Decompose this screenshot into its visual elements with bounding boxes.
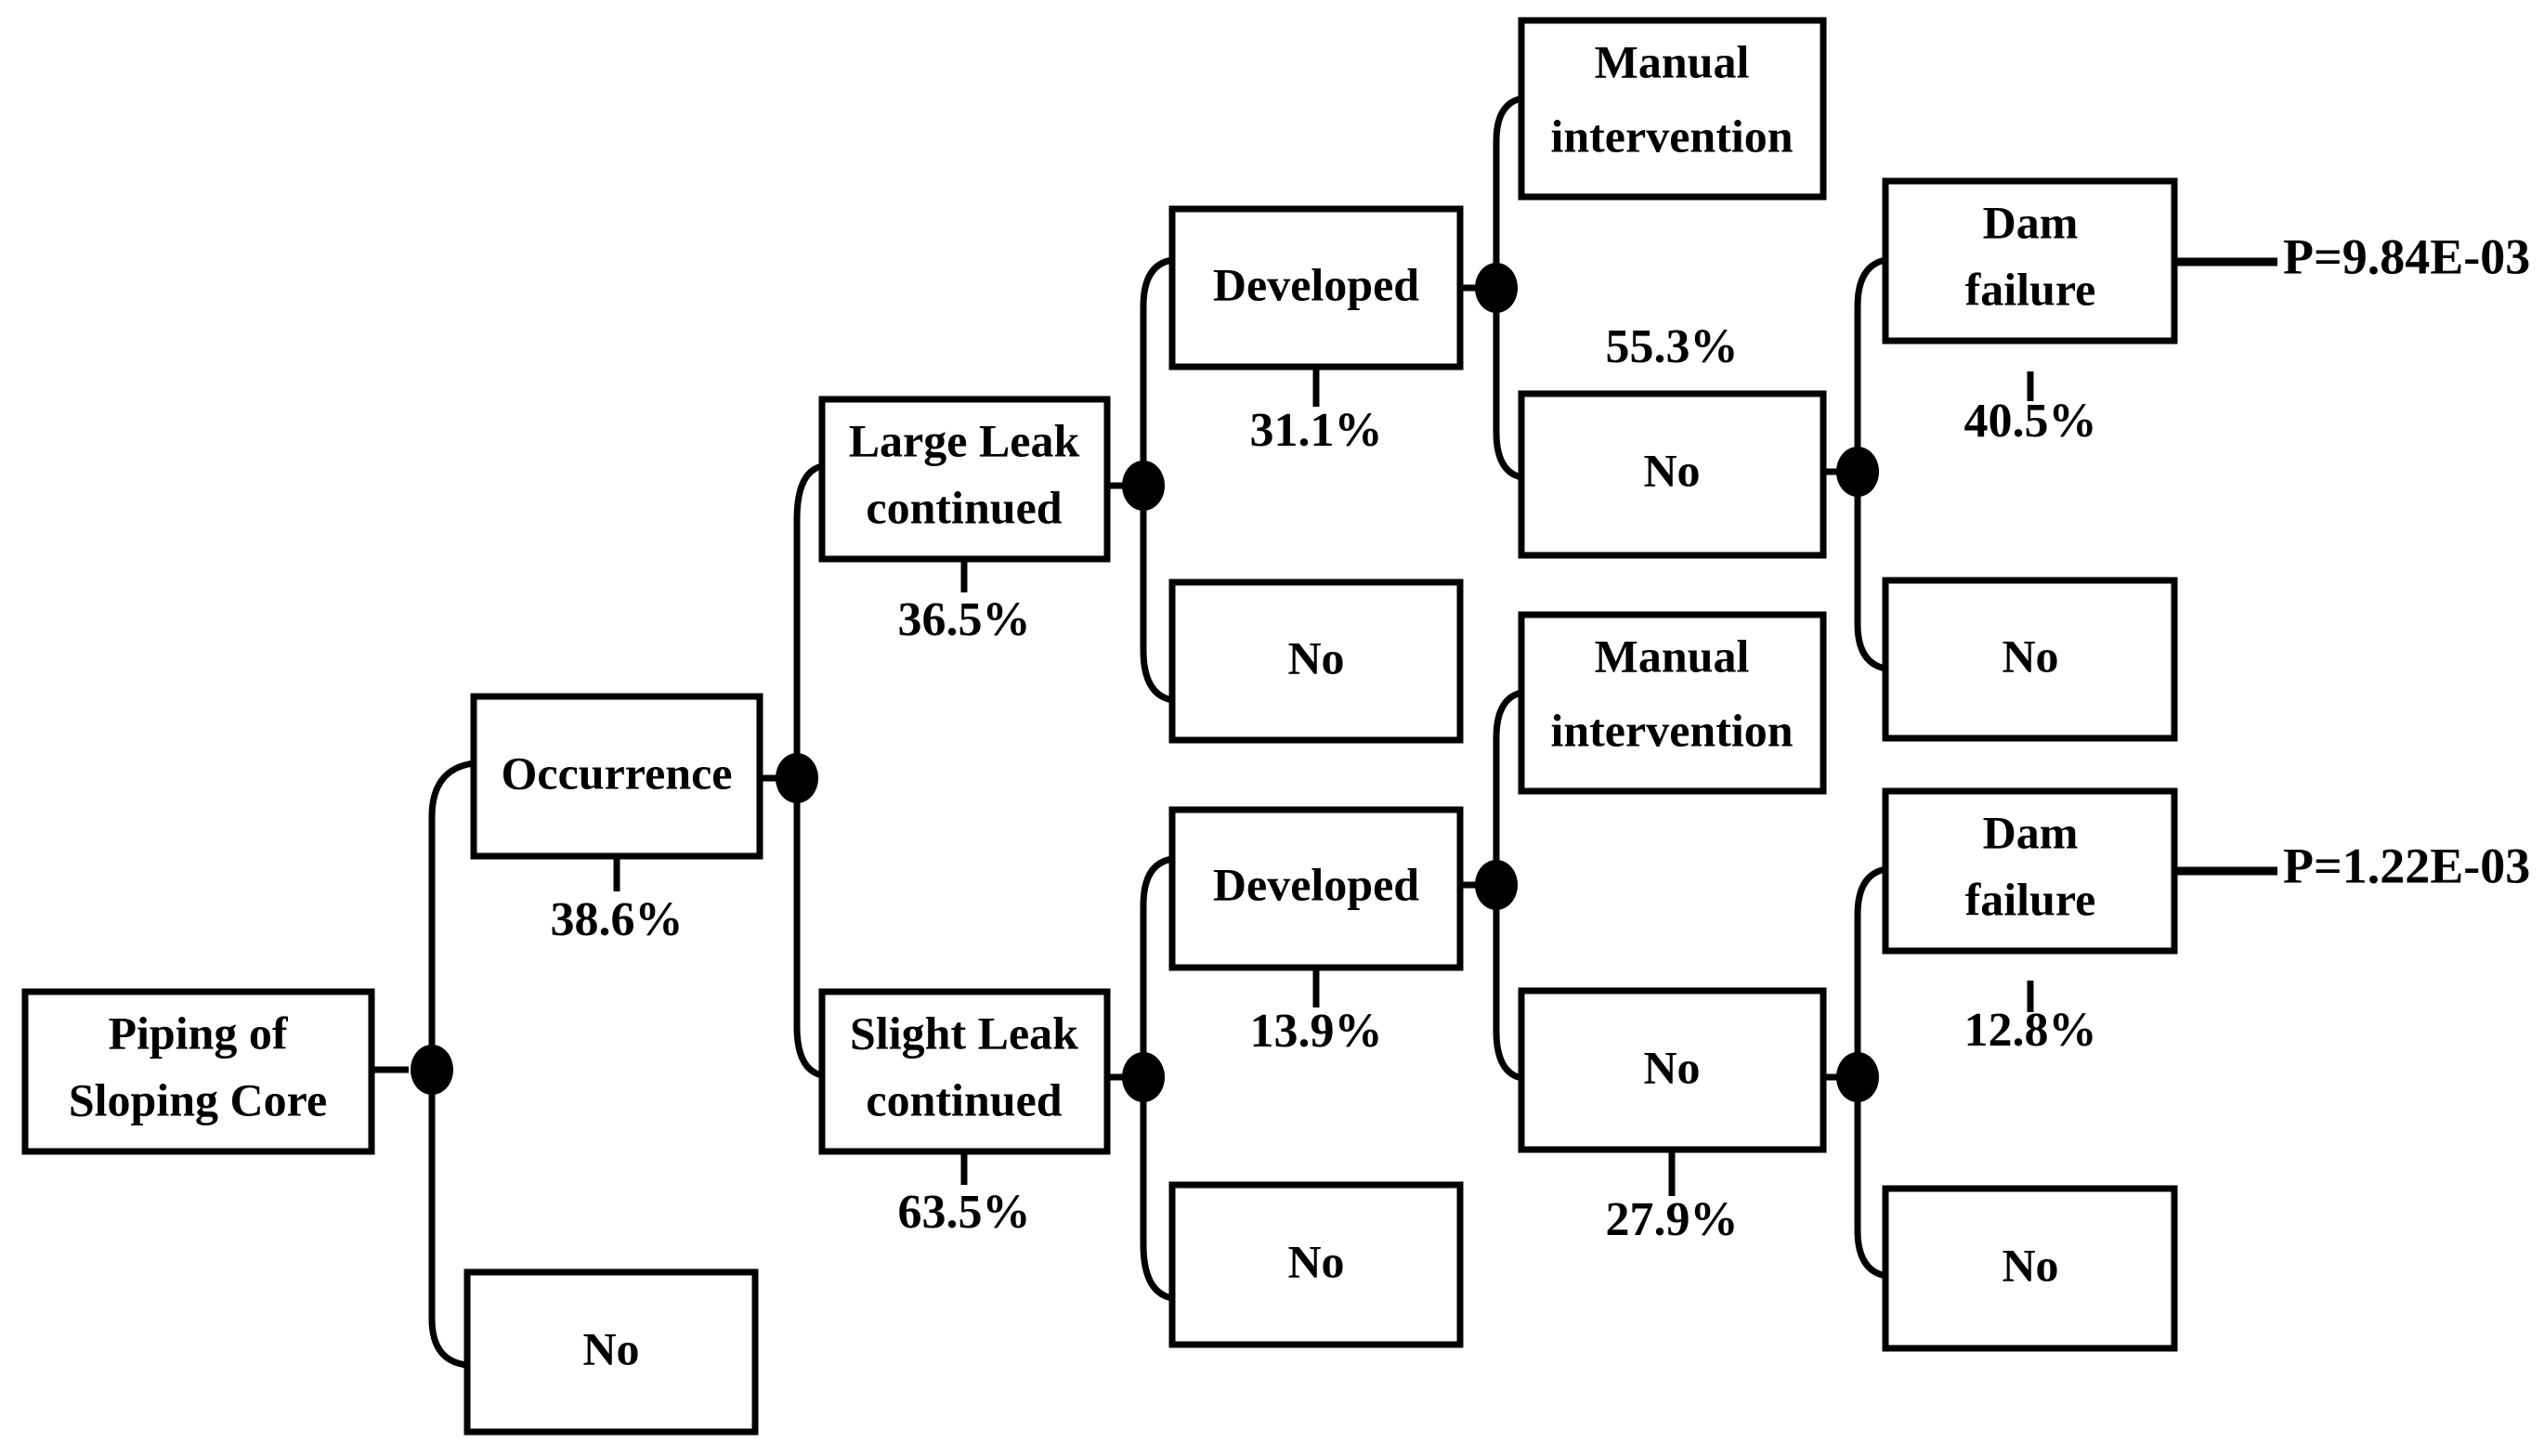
label-dam-failure-upper-no: No [2002,630,2058,682]
branch-large-leak-to-developed [1140,256,1173,486]
label-developed-lower-no: No [1287,1235,1344,1287]
branch-initiating-to-no [428,1070,468,1369]
node-box-dam-failure-upper-no[interactable] [1882,577,2178,742]
branch-manual-upper-no-to-dam-failure [1854,256,1886,472]
branch-initiating-to-occurrence [428,760,475,1070]
split-dot-large-leak[interactable] [1122,461,1165,511]
branch-manual-lower-no-to-dam-failure [1854,865,1886,1077]
label-developed-lower: Developed [1213,858,1419,910]
label-slight-leak-line1: Slight Leak [850,1007,1078,1059]
node-box-large-leak[interactable] [818,396,1111,563]
branch-large-leak-to-no [1140,486,1173,704]
split-dot-developed-upper[interactable] [1475,263,1518,313]
label-large-leak-line2: continued [866,481,1062,533]
node-box-developed-upper-no[interactable] [1168,578,1464,744]
node-box-manual-upper-no[interactable] [1518,390,1827,559]
node-box-dam-failure-lower[interactable] [1882,787,2178,955]
label-dam-failure-upper-line1: Dam [1983,196,2079,248]
node-box-manual-upper[interactable] [1518,17,1827,201]
node-box-manual-lower-no[interactable] [1518,987,1827,1153]
node-box-dam-failure-upper[interactable] [1882,177,2178,344]
label-dam-failure-lower-line1: Dam [1983,806,2079,858]
label-dam-failure-upper-line2: failure [1965,263,2096,315]
branch-developed-lower-to-manual [1493,689,1523,885]
node-box-slight-leak[interactable] [818,988,1111,1155]
percent-slight-leak: 63.5% [898,1186,1031,1239]
branch-occurrence-to-large-leak [793,462,824,778]
percent-manual-upper-no: 55.3% [1606,320,1739,373]
label-manual-lower-line1: Manual [1595,630,1750,682]
percent-occurrence: 38.6% [551,893,684,946]
label-large-leak-line1: Large Leak [849,414,1080,466]
percent-dam-failure-lower: 12.8% [1964,1004,2097,1057]
label-developed-upper-no: No [1287,631,1344,683]
split-dot-manual-upper-no[interactable] [1836,447,1879,497]
outcome-probability-lower: P=1.22E-03 [2283,838,2530,893]
split-dot-manual-lower-no[interactable] [1836,1052,1879,1102]
label-manual-lower-line2: intervention [1550,704,1793,756]
label-manual-upper-line1: Manual [1595,35,1750,87]
branch-manual-upper-no-to-no [1854,472,1886,672]
label-manual-upper-line2: intervention [1550,110,1793,162]
node-box-manual-lower[interactable] [1518,611,1827,795]
branch-manual-lower-no-to-no [1854,1077,1886,1280]
node-box-developed-upper[interactable] [1168,205,1464,370]
percent-large-leak: 36.5% [898,593,1031,646]
branch-developed-upper-to-manual [1493,95,1523,288]
branch-developed-lower-to-no [1493,885,1523,1082]
node-box-developed-lower-no[interactable] [1168,1181,1464,1348]
label-initiating-event-line2: Sloping Core [69,1073,327,1125]
node-box-occurrence-no[interactable] [463,1268,759,1436]
branch-developed-upper-to-no [1493,288,1523,481]
node-box-dam-failure-lower-no[interactable] [1882,1185,2178,1352]
label-dam-failure-lower-no: No [2002,1239,2058,1291]
branch-occurrence-to-slight-leak [793,778,824,1079]
percent-developed-lower: 13.9% [1250,1005,1383,1058]
label-occurrence-no: No [582,1322,639,1374]
node-box-initiating-event[interactable] [21,988,375,1155]
branch-slight-leak-to-no [1140,1077,1173,1302]
percent-developed-upper: 31.1% [1250,404,1383,457]
node-box-developed-lower[interactable] [1168,806,1464,971]
split-dot-developed-lower[interactable] [1475,860,1518,910]
split-dot-initiating-event[interactable] [411,1045,453,1095]
label-dam-failure-lower-line2: failure [1965,873,2096,925]
outcome-probability-upper: P=9.84E-03 [2283,228,2530,284]
split-dot-occurrence[interactable] [776,753,818,803]
split-dot-slight-leak[interactable] [1122,1052,1165,1102]
label-occurrence: Occurrence [502,747,733,799]
branch-slight-leak-to-developed [1140,855,1173,1077]
percent-manual-lower-no: 27.9% [1606,1193,1739,1246]
percent-dam-failure-upper: 40.5% [1964,395,2097,448]
label-slight-leak-line2: continued [866,1073,1062,1125]
label-initiating-event-line1: Piping of [108,1007,288,1059]
label-manual-lower-no: No [1643,1041,1700,1093]
node-box-occurrence[interactable] [470,693,763,860]
label-manual-upper-no: No [1643,444,1700,496]
label-developed-upper: Developed [1213,258,1419,310]
